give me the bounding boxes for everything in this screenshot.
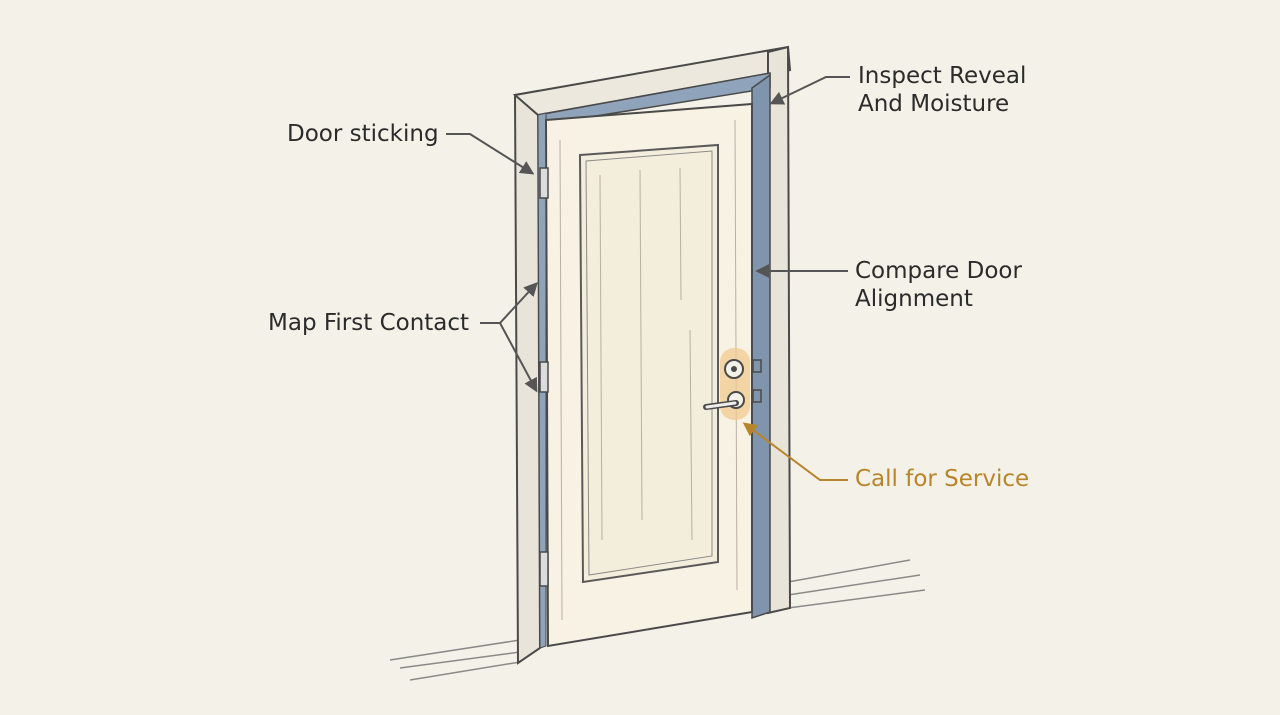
door-slab: [544, 102, 753, 648]
label-map-first-contact-text: Map First Contact: [268, 310, 470, 336]
leader-inspect-reveal: [769, 76, 850, 105]
lockset-highlight: [720, 348, 750, 420]
label-compare-alignment: Compare Door Alignment: [855, 257, 1022, 313]
hinge-icon-top: [539, 167, 549, 199]
label-map-first-contact: Map First Contact: [268, 309, 469, 337]
label-door-sticking: Door sticking: [287, 120, 439, 148]
hinge-icon-bottom: [539, 551, 549, 587]
deadbolt-icon: [724, 359, 744, 379]
leader-map-first-contact: [480, 281, 538, 393]
label-call-for-service: Call for Service: [855, 465, 1029, 493]
lever-handle-icon: [703, 391, 745, 410]
label-inspect-reveal-line1: Inspect Reveal: [858, 63, 1027, 89]
label-compare-alignment-line2: Alignment: [855, 286, 973, 312]
label-call-for-service-text: Call for Service: [855, 466, 1030, 492]
label-inspect-reveal: Inspect Reveal And Moisture: [858, 62, 1026, 118]
strike-plates: [752, 359, 762, 403]
label-inspect-reveal-line2: And Moisture: [858, 91, 1010, 117]
label-door-sticking-text: Door sticking: [287, 121, 439, 147]
hinge-icon-middle: [539, 361, 549, 393]
leader-call-for-service: [742, 422, 848, 481]
leader-door-sticking: [446, 133, 535, 175]
floor-lines: [389, 559, 926, 681]
label-compare-alignment-line1: Compare Door: [855, 258, 1022, 284]
